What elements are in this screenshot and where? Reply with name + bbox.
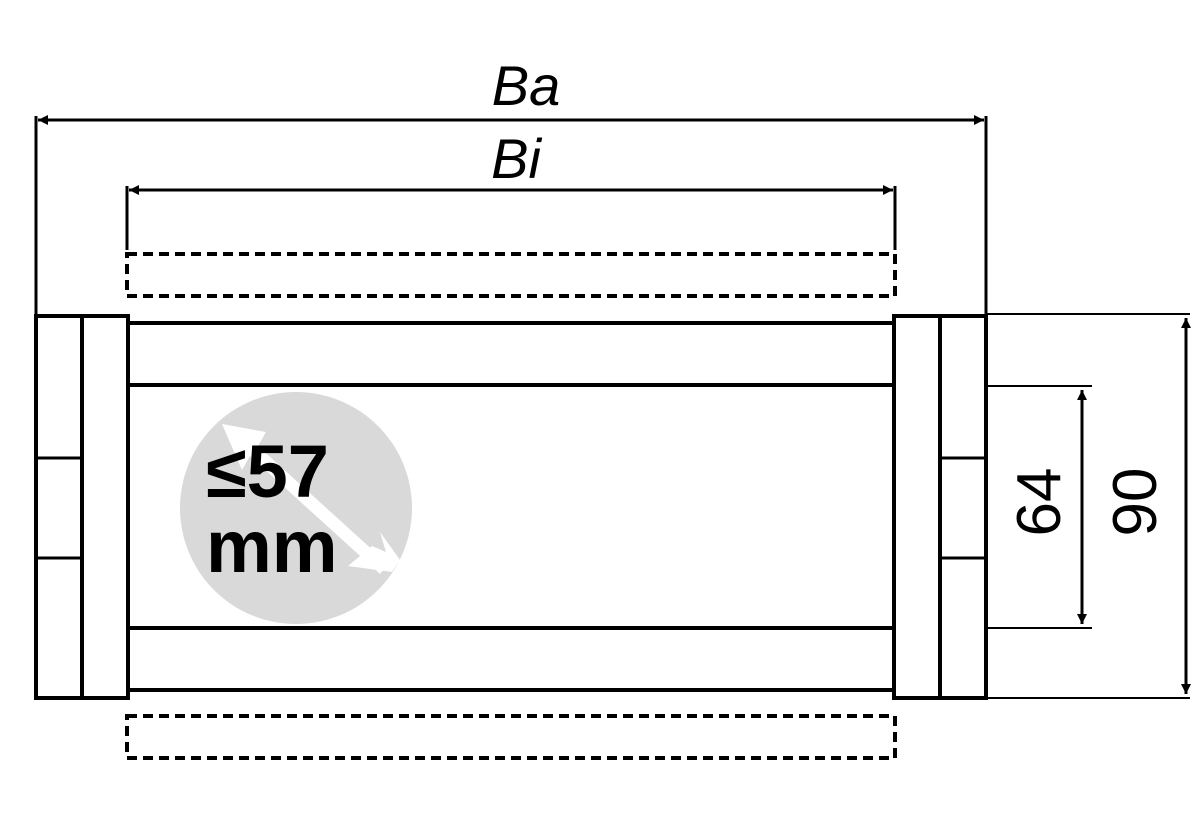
badge-unit: mm — [206, 505, 338, 588]
outer-height-label: 90 — [1101, 468, 1170, 537]
badge-value: ≤57 — [206, 430, 329, 513]
outer-width-dimension: Ba — [34, 54, 988, 316]
outer-width-label: Ba — [492, 54, 561, 117]
inner-height-label: 64 — [1005, 468, 1074, 537]
diagonal-arrow-icon — [222, 424, 388, 574]
optional-bottom-crossbar-dashed — [125, 714, 897, 760]
diagonal-arrow-head-icon — [348, 532, 400, 572]
inner-width-dimension: Bi — [125, 127, 897, 250]
optional-top-crossbar-dashed — [125, 252, 897, 298]
right-side-plate — [892, 314, 988, 700]
max-cable-diameter-badge: ≤57 mm — [180, 392, 412, 624]
inner-height-dimension: 64 — [986, 385, 1092, 629]
crossbars — [128, 321, 894, 692]
outer-height-dimension: 90 — [986, 313, 1191, 699]
left-side-plate — [34, 314, 130, 700]
inner-width-label: Bi — [491, 127, 542, 190]
